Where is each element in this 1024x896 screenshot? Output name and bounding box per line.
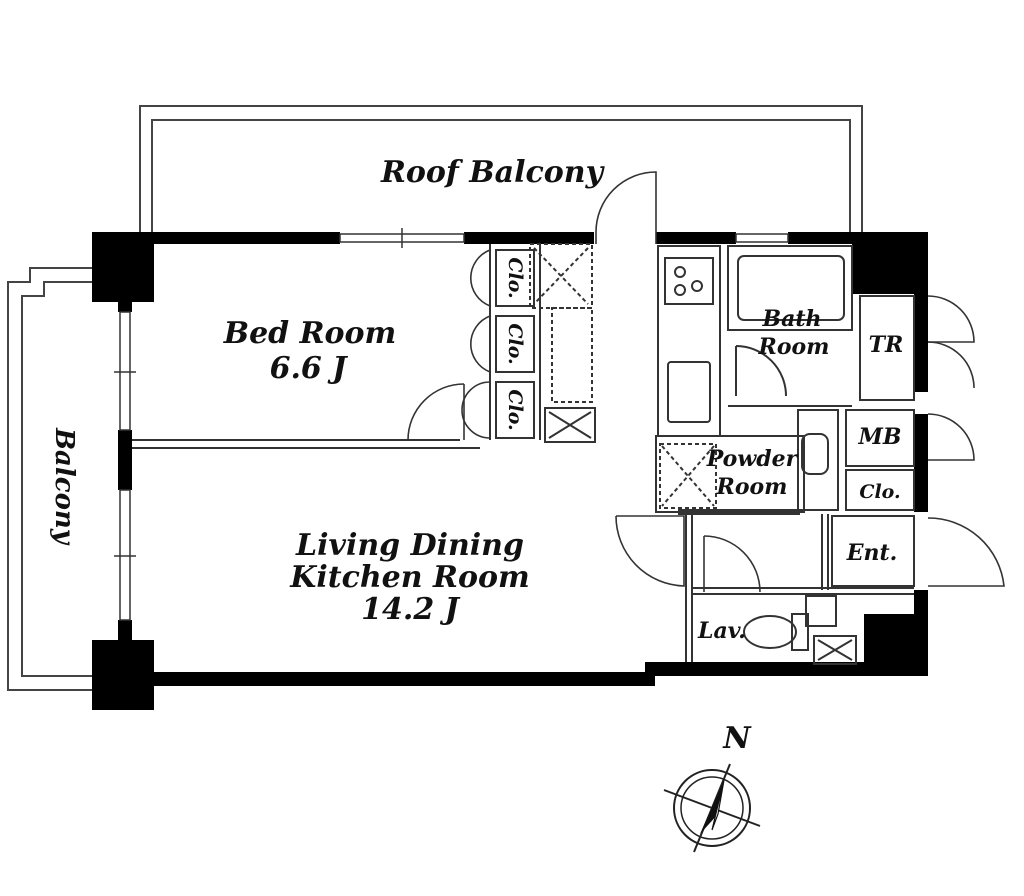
door-swings — [407, 171, 1005, 593]
closet-a-label: Clo. — [504, 257, 526, 298]
columns — [92, 232, 928, 710]
powder-line1-label: Powder — [706, 446, 799, 472]
tr-label: TR — [869, 332, 904, 358]
roof-balcony-outline — [139, 105, 863, 236]
compass-needle — [700, 780, 724, 834]
living-line2-label: Kitchen Room — [289, 560, 529, 595]
closet-b-label: Clo. — [504, 323, 526, 364]
interior-walls — [132, 243, 915, 665]
entrance-label: Ent. — [846, 540, 898, 566]
bath-line1-label: Bath — [761, 306, 821, 332]
bath-line2-label: Room — [758, 334, 830, 360]
living-size-label: 14.2 J — [361, 592, 461, 627]
compass: N — [663, 721, 761, 853]
living-line1-label: Living Dining — [295, 528, 524, 563]
balcony-outline — [7, 267, 92, 691]
bedroom-name-label: Bed Room — [223, 316, 397, 351]
powder-line2-label: Room — [716, 474, 788, 500]
balcony-label: Balcony — [49, 427, 79, 546]
closet-c-label: Clo. — [504, 389, 526, 430]
closet-right-label: Clo. — [859, 481, 900, 503]
mb-label: MB — [858, 424, 902, 450]
north-label: N — [722, 721, 752, 756]
roof-balcony-label: Roof Balcony — [380, 155, 606, 190]
lavatory-label: Lav. — [697, 618, 746, 644]
windows — [114, 228, 789, 621]
bedroom-size-label: 6.6 J — [270, 351, 349, 386]
